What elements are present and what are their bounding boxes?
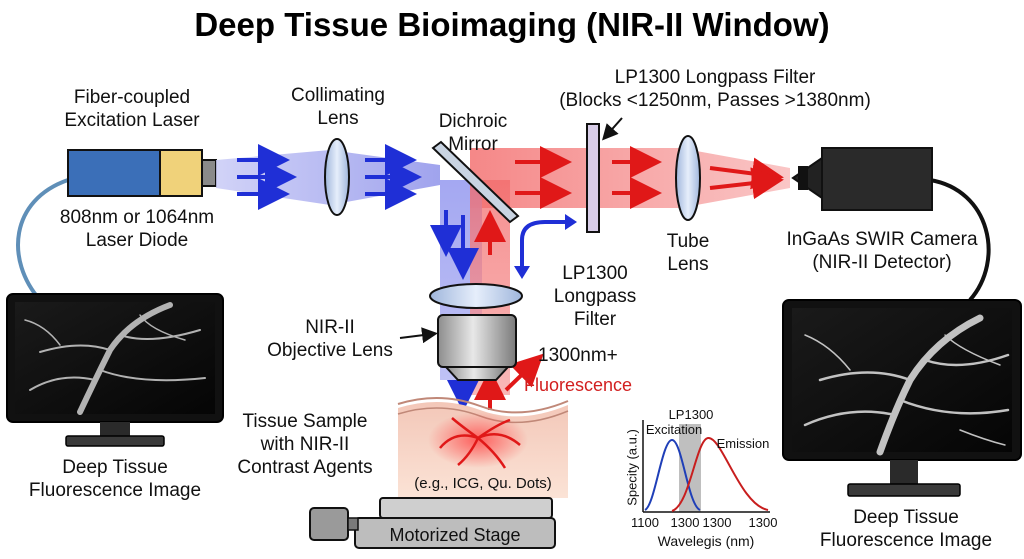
filter-top-line1: LP1300 Longpass Filter (614, 67, 816, 88)
spectrum-xtick-3: 1300 (702, 515, 732, 530)
laser-label-line1: Fiber-coupled (73, 87, 191, 108)
laser-spec-line2: Laser Diode (85, 230, 189, 251)
dichroic-mirror-label: Dichroic Mirror (418, 110, 528, 156)
laser-label: Fiber-coupled Excitation Laser (52, 86, 212, 132)
collimating-lens-label: Collimating Lens (268, 84, 408, 130)
spectrum-excitation-label: Excitation (645, 422, 703, 437)
spectrum-xtick-4: 1300 (748, 515, 778, 530)
lp1300-filter (586, 123, 600, 233)
tissue-examples: (e.g., ICG, Qu. Dots) (414, 475, 552, 492)
tube-lens-label: Tube Lens (650, 230, 726, 276)
tissue-label-line3: Contrast Agents (237, 457, 373, 478)
ingaas-camera (791, 147, 933, 211)
excitation-laser (67, 149, 217, 197)
filter-side-label: LP1300 Longpass Filter (545, 262, 645, 331)
spectrum-chart (642, 420, 770, 513)
objective-label: NIR-II Objective Lens (258, 316, 402, 362)
objective-pointer (399, 327, 438, 344)
filter-top-line2: (Blocks <1250nm, Passes >1380nm) (559, 90, 871, 111)
camera-cable-right (929, 178, 991, 302)
emission-curve (671, 437, 769, 512)
dichroic-mirror-line1: Dichroic (438, 111, 508, 132)
monitor-left-caption: Deep Tissue Fluorescence Image (10, 456, 220, 502)
laser-spec-line1: 808nm or 1064nm (59, 207, 215, 228)
monitor-right-caption: Deep Tissue Fluorescence Image (800, 506, 1012, 552)
filter-side-line1: LP1300 (562, 263, 628, 284)
fiber-cable-left (16, 178, 69, 302)
page-title: Deep Tissue Bioimaging (NIR-II Window) (194, 6, 830, 43)
laser-spec: 808nm or 1064nm Laser Diode (52, 206, 222, 252)
monitor-right (782, 299, 1022, 497)
excitation-arrows (237, 144, 479, 412)
emission-beam-horizontal (470, 148, 790, 208)
stage-label: Motorized Stage (389, 525, 521, 545)
filter-pointer (602, 117, 623, 141)
spectrum-xtick-2: 1300 (670, 515, 700, 530)
laser-label-line2: Excitation Laser (64, 110, 200, 131)
excitation-curve (644, 438, 701, 511)
objective-lens (429, 283, 523, 381)
collimating-lens-line2: Lens (317, 108, 359, 129)
tissue-label: Tissue Sample with NIR-II Contrast Agent… (222, 410, 388, 479)
dichroic-mirror (431, 140, 520, 224)
tube-lens-line2: Lens (667, 254, 709, 275)
monitor-left-caption-line1: Deep Tissue (62, 457, 168, 478)
filter-top-label: LP1300 Longpass Filter (Blocks <1250nm, … (535, 66, 895, 112)
lp1300-band (679, 424, 701, 512)
monitor-left-caption-line2: Fluorescence Image (28, 480, 202, 501)
spectrum-xlabel: Wavelegis (nm) (657, 533, 755, 549)
monitor-right-caption-line2: Fluorescence Image (819, 530, 993, 551)
collimating-lens (324, 138, 350, 216)
tissue-sample (397, 397, 569, 498)
tissue-label-line1: Tissue Sample (242, 411, 368, 432)
monitor-right-caption-line1: Deep Tissue (853, 507, 959, 528)
spectrum-ylabel: Specity (a.u.) (624, 429, 640, 506)
reflected-excitation-arrow (520, 220, 565, 272)
monitor-left (6, 293, 224, 447)
camera-label: InGaAs SWIR Camera (NIR-II Detector) (762, 228, 1002, 274)
spectrum-band-label: LP1300 (668, 407, 714, 422)
tissue-label-line2: with NIR-II (260, 434, 350, 455)
emission-arrows (474, 146, 784, 410)
emission-wavelength-label: 1300nm+ (538, 345, 618, 366)
filter-side-line2: Longpass (553, 286, 637, 307)
objective-label-line2: Objective Lens (267, 340, 393, 361)
collimating-lens-line1: Collimating (291, 85, 385, 106)
motorized-stage (309, 497, 556, 549)
fluorescence-label: Fluorescence (524, 375, 633, 395)
tube-lens-line1: Tube (666, 231, 710, 252)
spectrum-xtick-1: 1100 (631, 515, 659, 530)
filter-side-line3: Filter (573, 309, 617, 330)
spectrum-emission-label: Emission (716, 436, 770, 451)
dichroic-mirror-line2: Mirror (448, 134, 498, 155)
camera-label-line2: (NIR-II Detector) (812, 252, 952, 273)
objective-label-line1: NIR-II (305, 317, 355, 338)
camera-label-line1: InGaAs SWIR Camera (786, 229, 978, 250)
tube-lens (675, 135, 701, 221)
